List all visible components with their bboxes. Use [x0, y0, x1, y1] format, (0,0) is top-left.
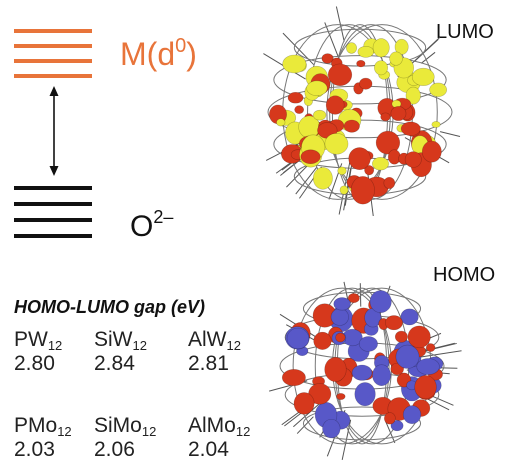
oxygen-p-level — [14, 234, 92, 238]
compound-label: SiMo12 — [94, 414, 156, 444]
homo-label: HOMO — [433, 264, 496, 286]
compound-subscript: 12 — [226, 338, 241, 353]
metal-label-text: M(d — [120, 36, 176, 72]
compound-base: SiW — [94, 328, 133, 351]
metal-d-level — [14, 59, 92, 63]
metal-d0-label: M(d0) — [120, 26, 197, 74]
compound-subscript: 12 — [235, 424, 251, 439]
oxygen-p-level — [14, 218, 92, 222]
gap-value: 2.81 — [188, 352, 229, 375]
compound-subscript: 12 — [57, 424, 72, 439]
compound-subscript: 12 — [47, 338, 63, 353]
gap-value: 2.80 — [14, 352, 55, 375]
gap-table-title: HOMO-LUMO gap (eV) — [14, 297, 205, 317]
compound-base: AlMo — [188, 414, 236, 437]
oxygen-label: O2– — [130, 198, 173, 246]
compound-label: AlMo12 — [188, 414, 250, 444]
gap-value: 2.84 — [94, 352, 135, 375]
oxygen-label-text: O — [130, 210, 154, 243]
compound-base: AlW — [188, 328, 227, 351]
oxygen-p-level — [14, 186, 92, 190]
gap-value: 2.06 — [94, 438, 135, 461]
metal-label-superscript: 0 — [175, 35, 187, 57]
gap-arrow — [49, 86, 59, 176]
compound-base: PW — [14, 328, 48, 351]
compound-label: AlW12 — [188, 328, 241, 358]
compound-base: PMo — [14, 414, 58, 437]
compound-base: SiMo — [94, 414, 142, 437]
gap-value: 2.03 — [14, 438, 55, 461]
lumo-label: LUMO — [436, 21, 494, 43]
metal-label-close: ) — [186, 36, 197, 72]
metal-d-level — [14, 74, 92, 78]
lumo-orbital-image — [263, 6, 461, 216]
compound-label: PMo12 — [14, 414, 72, 444]
compound-subscript: 12 — [141, 424, 157, 439]
metal-d-level — [14, 44, 92, 48]
compound-subscript: 12 — [132, 338, 147, 353]
metal-d-level — [14, 29, 92, 33]
homo-orbital-image — [269, 281, 462, 460]
compound-label: PW12 — [14, 328, 62, 358]
compound-label: SiW12 — [94, 328, 147, 358]
oxygen-p-level — [14, 202, 92, 206]
gap-value: 2.04 — [188, 438, 229, 461]
oxygen-label-superscript: 2– — [153, 207, 174, 227]
